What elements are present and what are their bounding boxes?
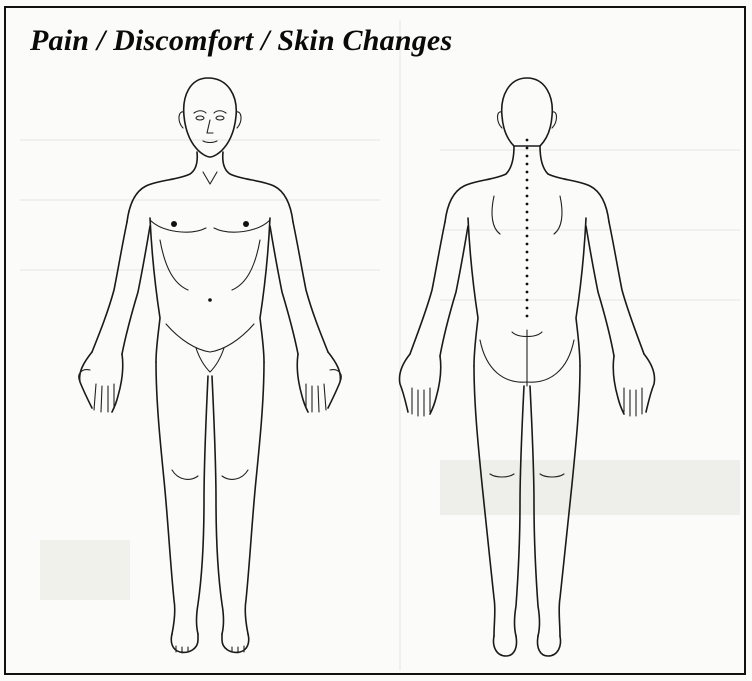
front-body-figure[interactable] (79, 78, 342, 653)
back-body-figure[interactable] (399, 78, 654, 656)
spine-markers (526, 139, 529, 318)
